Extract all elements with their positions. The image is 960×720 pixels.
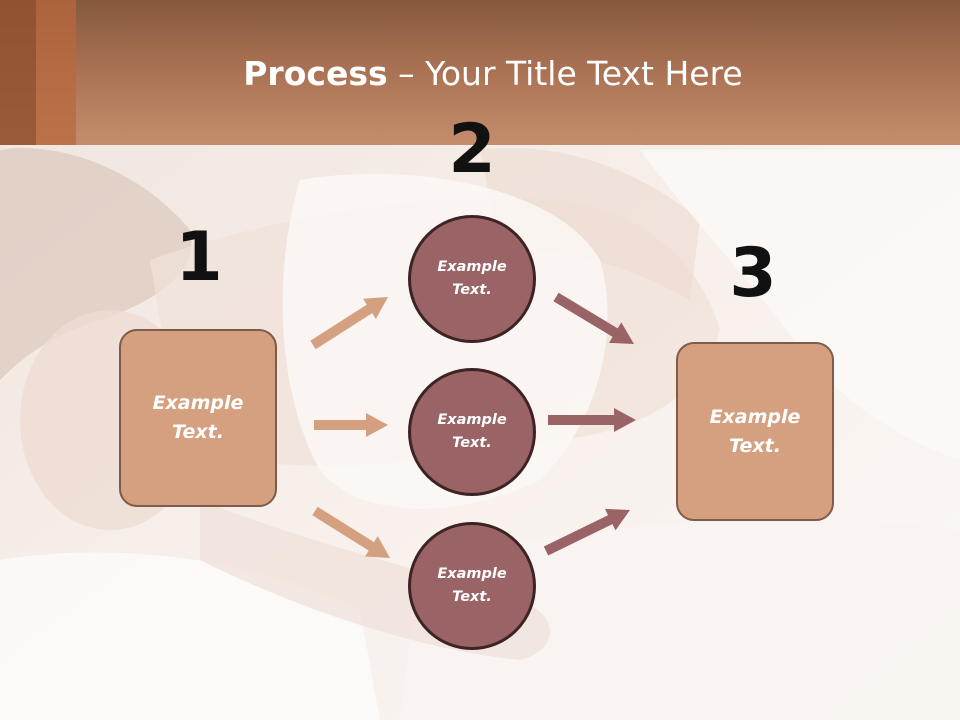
header-band [0, 0, 960, 145]
circle-2-text: Example Text. [437, 412, 507, 451]
step-1-text: Example Text. [152, 392, 244, 443]
arrow-circle-2-to-3 [548, 408, 636, 432]
arrow-1-to-circle-2 [314, 413, 388, 437]
circle-3-text: Example Text. [437, 566, 507, 605]
header-accent-stripe [36, 0, 76, 145]
arrow-1-to-circle-3 [312, 506, 390, 558]
arrow-circle-3-to-3 [543, 508, 630, 556]
step-number-3: 3 [729, 234, 777, 313]
title-rest: – Your Title Text Here [387, 54, 743, 93]
circle-1-text: Example Text. [437, 259, 507, 298]
step-number-2: 2 [448, 110, 496, 189]
arrow-circle-1-to-3 [553, 292, 634, 344]
step-2-circle-1: Example Text. [408, 215, 536, 343]
header-accent-stripe [0, 0, 36, 145]
step-1-box: Example Text. [119, 329, 277, 507]
step-2-circle-2: Example Text. [408, 368, 536, 496]
step-number-1: 1 [175, 218, 223, 297]
arrow-1-to-circle-1 [310, 297, 388, 350]
slide-title: Process – Your Title Text Here [0, 52, 960, 96]
step-2-circle-3: Example Text. [408, 522, 536, 650]
title-bold: Process [243, 54, 388, 93]
step-3-text: Example Text. [709, 405, 801, 457]
step-3-box: Example Text. [676, 342, 834, 521]
